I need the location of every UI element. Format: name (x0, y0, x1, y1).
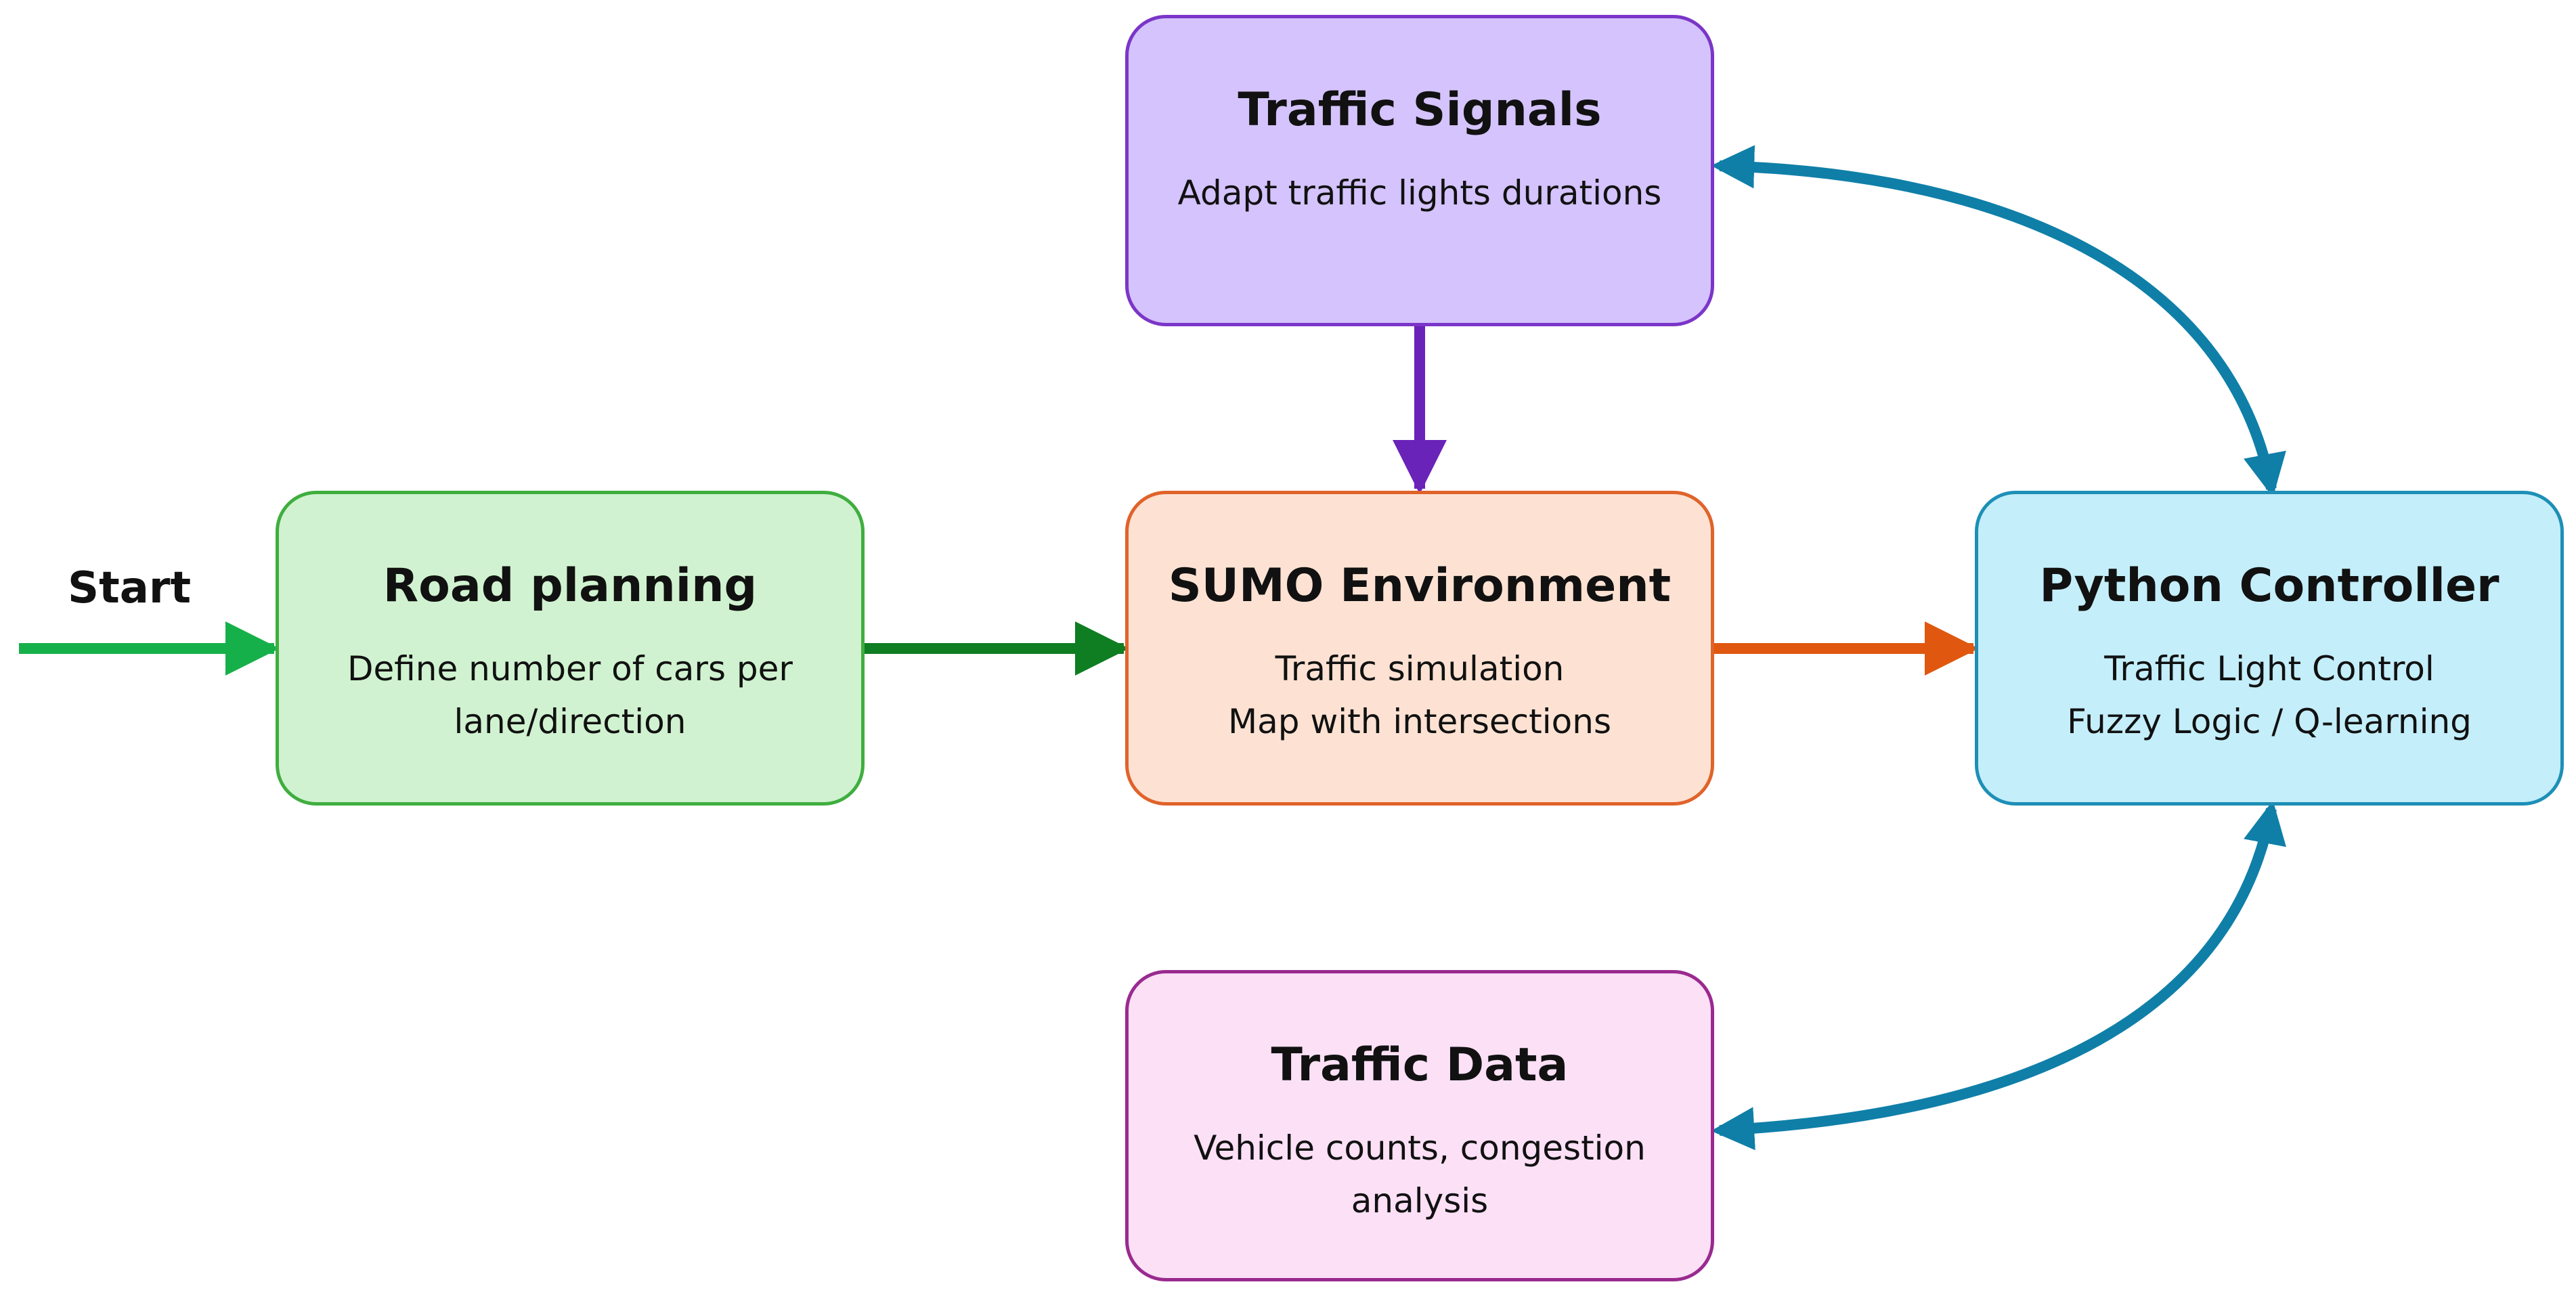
node-description: Adapt traffic lights durations (1178, 167, 1662, 219)
node-title: Road planning (383, 559, 758, 613)
node-desc-line: Define number of cars per (347, 648, 793, 688)
node-desc-line: Fuzzy Logic / Q-learning (2067, 701, 2472, 741)
traffic-data-node: Traffic Data Vehicle counts, congestion … (1125, 970, 1714, 1281)
node-description: Vehicle counts, congestion analysis (1194, 1122, 1646, 1227)
node-title: Python Controller (2039, 559, 2499, 613)
node-description: Traffic Light Control Fuzzy Logic / Q-le… (2067, 642, 2472, 748)
node-desc-line: Adapt traffic lights durations (1177, 173, 1662, 213)
start-label: Start (68, 563, 192, 613)
node-desc-line: Vehicle counts, congestion (1194, 1128, 1646, 1168)
node-desc-line: lane/direction (454, 701, 686, 741)
node-desc-line: analysis (1351, 1181, 1489, 1220)
road-planning-node: Road planning Define number of cars per … (276, 491, 865, 806)
sumo-environment-node: SUMO Environment Traffic simulation Map … (1125, 491, 1714, 806)
node-title: Traffic Data (1271, 1038, 1569, 1092)
node-desc-line: Traffic Light Control (2104, 648, 2435, 688)
edge-traffic-signals-python-controller (1711, 145, 2286, 498)
traffic-signals-node: Traffic Signals Adapt traffic lights dur… (1125, 15, 1714, 326)
python-controller-node: Python Controller Traffic Light Control … (1975, 491, 2564, 806)
node-title: SUMO Environment (1168, 559, 1672, 613)
node-desc-line: Traffic simulation (1275, 648, 1565, 688)
edge-python-controller-traffic-data (1711, 800, 2286, 1151)
node-title: Traffic Signals (1238, 83, 1602, 137)
node-desc-line: Map with intersections (1227, 701, 1611, 741)
node-description: Traffic simulation Map with intersection… (1228, 642, 1611, 748)
node-description: Define number of cars per lane/direction (347, 642, 793, 748)
